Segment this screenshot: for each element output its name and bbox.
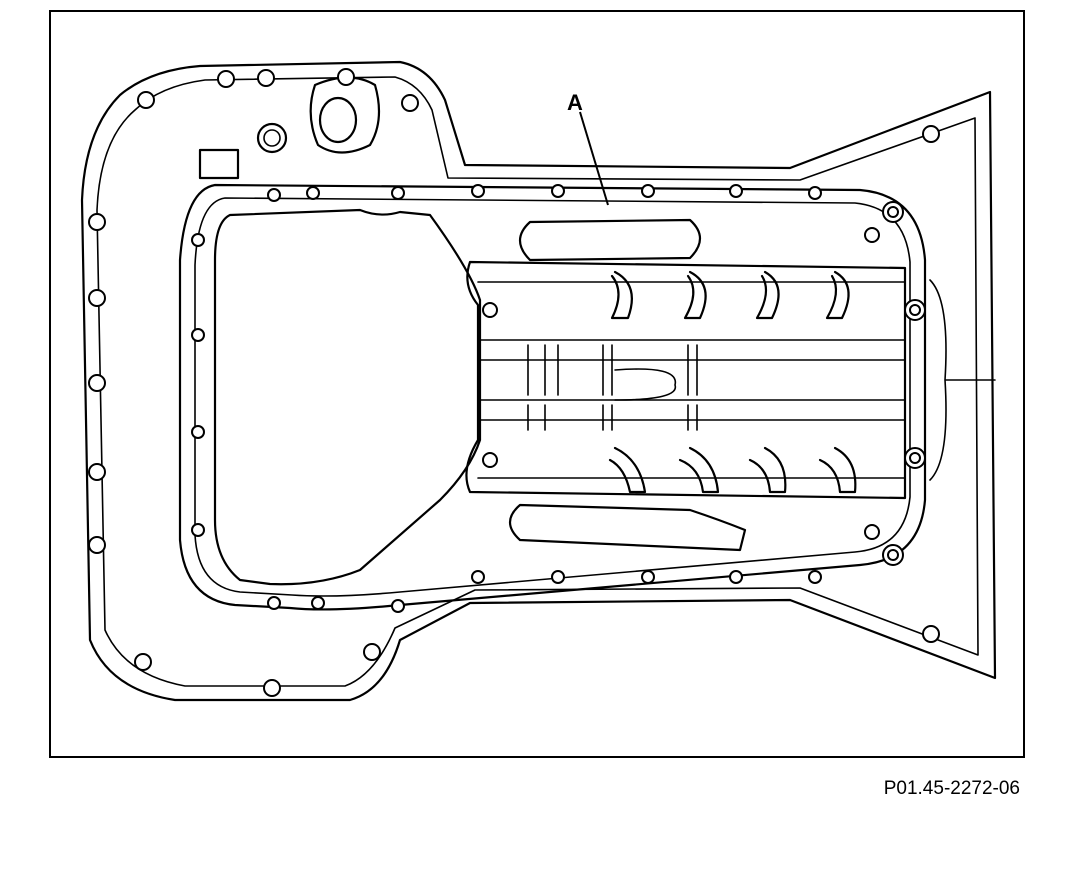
center-bulge <box>614 368 677 401</box>
callout-a-leader <box>579 111 609 206</box>
flange-bolt-holes <box>88 68 940 697</box>
rib-tray <box>465 260 907 500</box>
drain-plug <box>256 122 288 154</box>
pan-outer-flange <box>80 60 997 702</box>
pan-inner-flange <box>96 76 979 687</box>
gasket-groove-outer <box>178 183 927 611</box>
drain-plug-inner <box>263 129 281 147</box>
vertical-rib-stubs <box>527 344 698 431</box>
right-end-wall <box>929 279 996 481</box>
filter-boss <box>309 76 381 154</box>
baffles-bottom <box>608 446 857 494</box>
callout-a-label: A <box>567 90 583 115</box>
oval-recess-top <box>518 218 702 262</box>
dowel-bosses <box>864 201 926 566</box>
gasket-groove-inner <box>194 197 911 597</box>
sensor-block <box>198 148 240 180</box>
sump-well <box>213 208 482 586</box>
oval-recess-bottom <box>508 503 747 552</box>
figure-id: P01.45-2272-06 <box>883 778 1020 799</box>
figure-border <box>49 10 1025 758</box>
filter-boss-bore <box>318 96 358 144</box>
gasket-bolt-holes <box>191 184 822 613</box>
baffles-top <box>610 270 850 320</box>
